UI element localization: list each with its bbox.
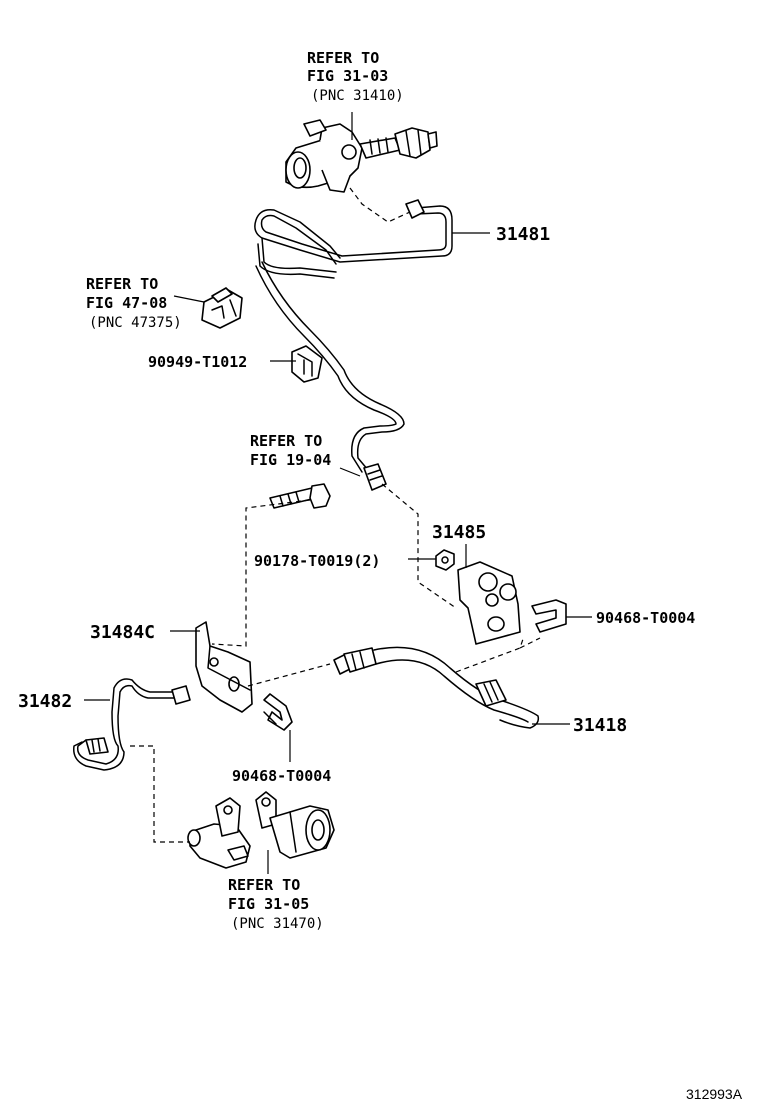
diagram-id: 312993A — [686, 1086, 743, 1102]
part-31482-label: 31482 — [18, 691, 72, 712]
ref-31-05-line2: FIG 31-05 — [228, 895, 309, 913]
ref-47-08-line2: FIG 47-08 — [86, 294, 167, 312]
part-31481-label: 31481 — [496, 224, 550, 245]
clip-90949-drawing — [291, 345, 323, 383]
ref-19-04-line2: FIG 19-04 — [250, 451, 331, 469]
master-cylinder-drawing — [285, 119, 438, 193]
clamp-47375-drawing — [201, 287, 243, 329]
bracket-31485-drawing — [457, 561, 521, 645]
hose-31418-drawing — [333, 646, 540, 729]
clip-90468-bottom-drawing — [263, 693, 293, 731]
release-cylinder-drawing — [187, 791, 335, 869]
part-90949-label: 90949-T1012 — [148, 353, 247, 371]
ref-47-08-line1: REFER TO — [86, 275, 158, 293]
dashed-connections — [130, 187, 541, 843]
ref-31-03-line3: (PNC 31410) — [311, 88, 404, 104]
ref-47-08-line3: (PNC 47375) — [89, 315, 182, 331]
part-90468-bottom-label: 90468-T0004 — [232, 767, 331, 785]
part-31418-label: 31418 — [573, 715, 627, 736]
clip-90468-right-drawing — [531, 599, 567, 633]
part-90468-right-label: 90468-T0004 — [596, 609, 695, 627]
ref-31-03-line1: REFER TO — [307, 49, 379, 67]
part-90178-label: 90178-T0019(2) — [254, 552, 380, 570]
bracket-31484c-drawing — [195, 621, 253, 713]
ref-31-05-line3: (PNC 31470) — [231, 916, 324, 932]
ref-19-04-line1: REFER TO — [250, 432, 322, 450]
part-31484c-label: 31484C — [90, 622, 155, 643]
tube-31481-drawing — [254, 199, 453, 491]
ref-31-03-line2: FIG 31-03 — [307, 67, 388, 85]
ref-31-05-line1: REFER TO — [228, 876, 300, 894]
tube-31482-drawing — [73, 678, 191, 771]
leader-lines — [84, 112, 592, 874]
nut-90178-drawing — [435, 549, 455, 571]
part-31485-label: 31485 — [432, 522, 486, 543]
